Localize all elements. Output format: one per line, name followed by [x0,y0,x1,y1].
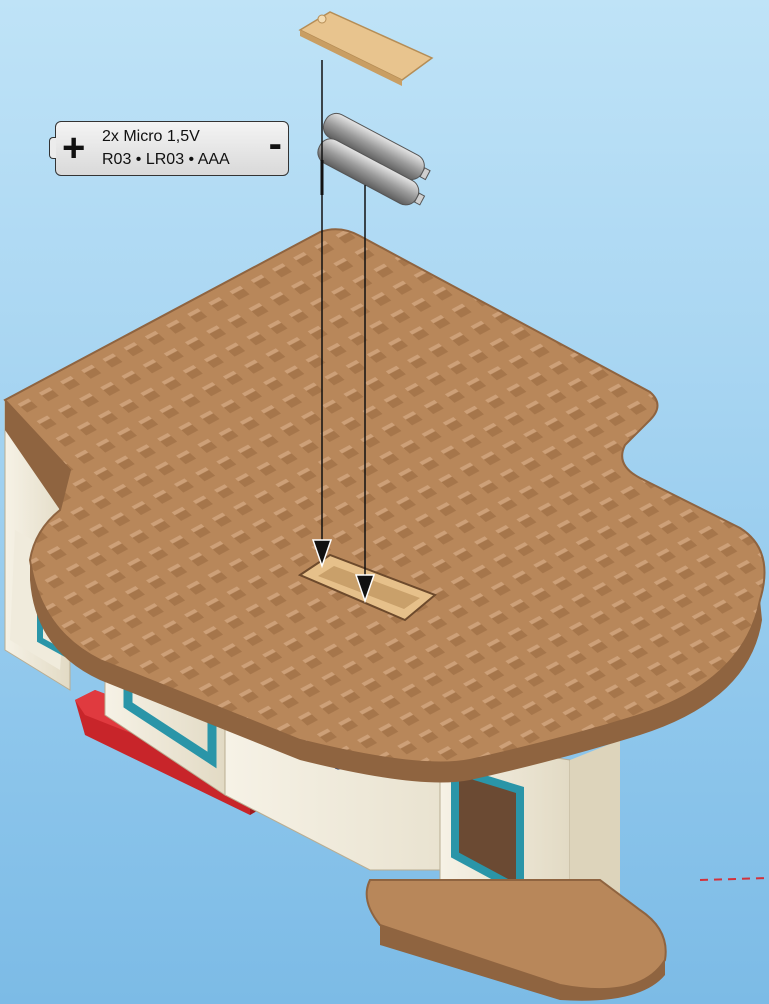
aaa-batteries-icon [307,109,440,212]
battery-cover-icon [300,12,432,86]
battery-spec-label: + 2x Micro 1,5V R03 • LR03 • AAA - [55,121,289,176]
lower-base [367,880,666,1001]
battery-spec-line1: 2x Micro 1,5V [102,128,200,146]
minus-sign: - [269,122,282,166]
plus-sign: + [62,126,85,170]
battery-terminal [49,137,56,159]
battery-spec-line2: R03 • LR03 • AAA [102,151,230,169]
guide-dash-line [700,878,769,880]
